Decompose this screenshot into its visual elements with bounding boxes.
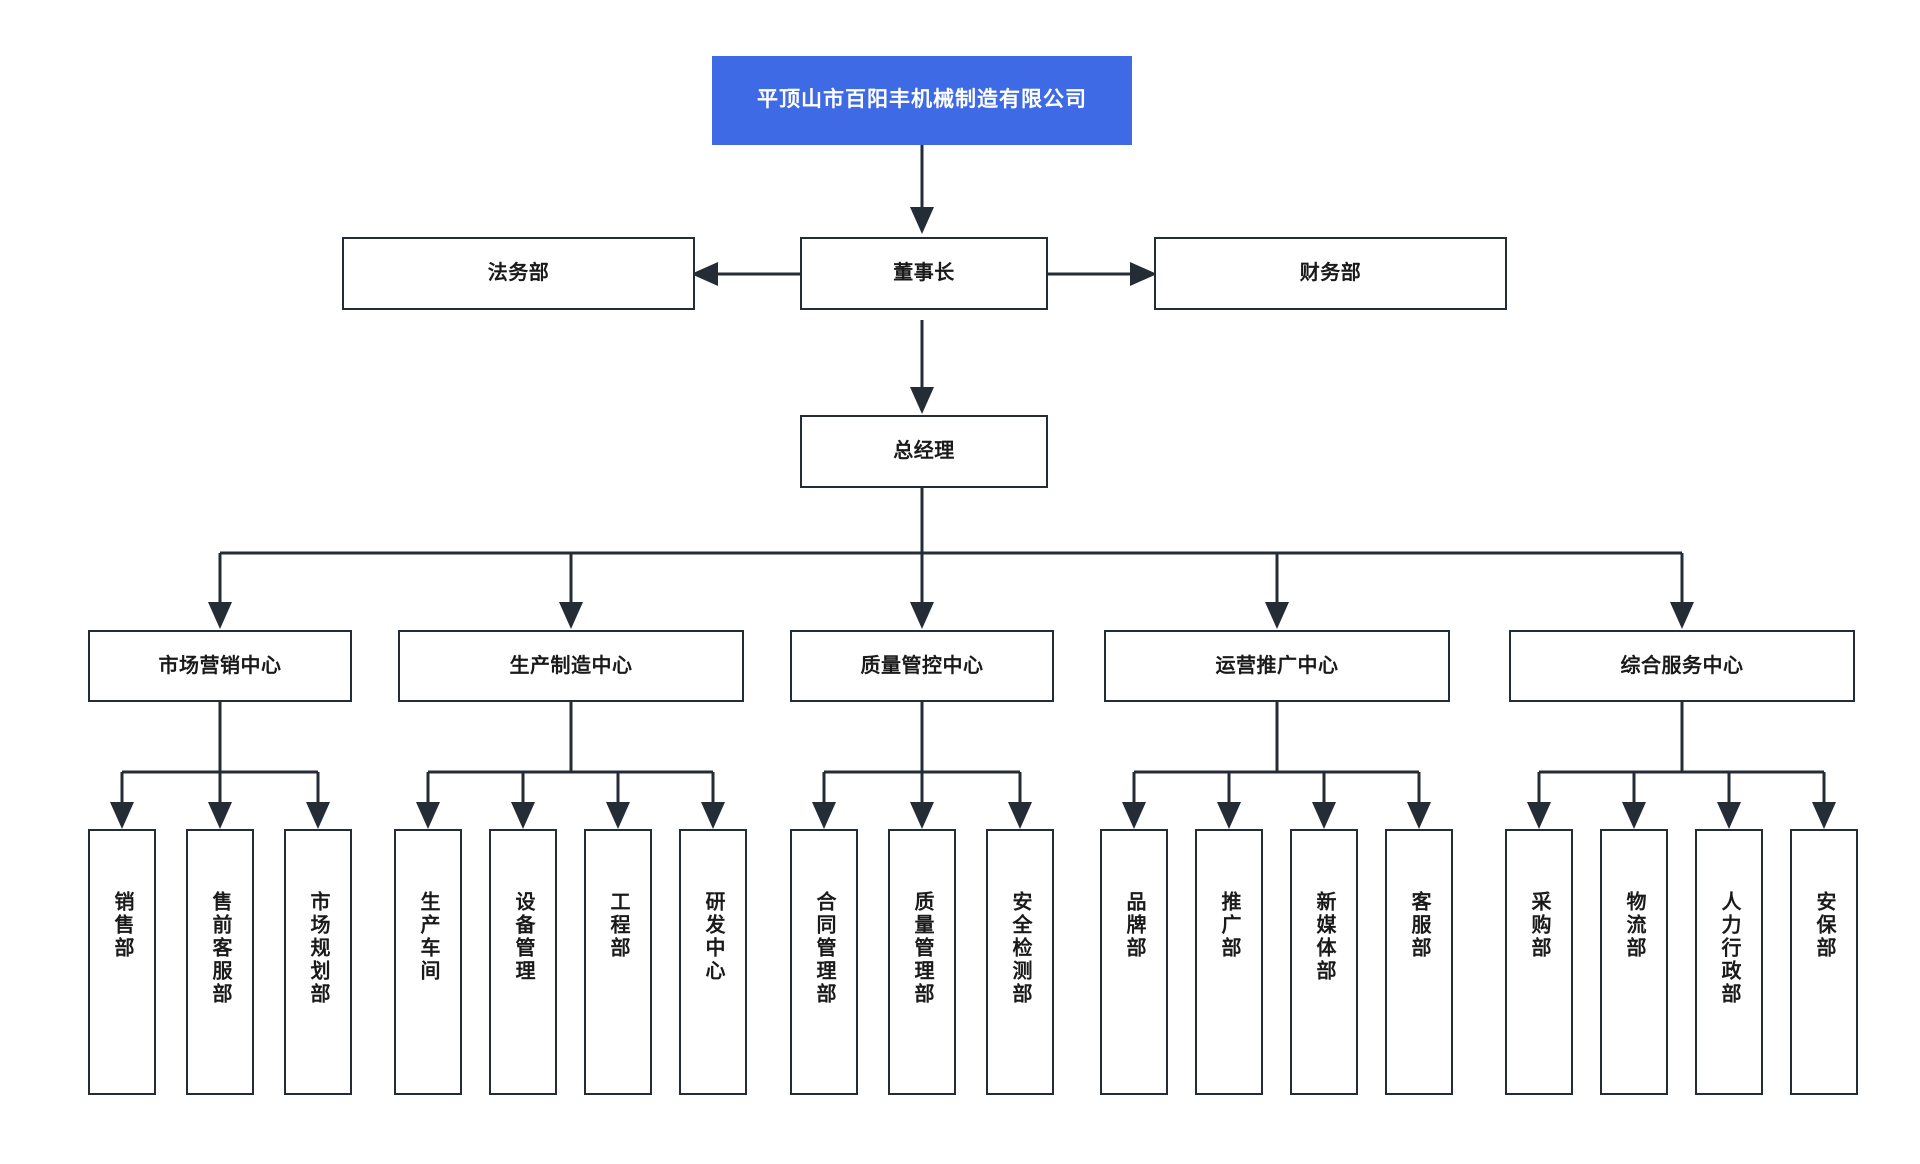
node-label-leaf-equipment-management: 设备管理	[512, 891, 534, 983]
node-label-leaf-procurement: 采购部	[1528, 891, 1550, 960]
node-label-leaf-production-workshop: 生产车间	[417, 891, 439, 983]
node-leaf-sales[interactable]: 销售部	[88, 829, 156, 1095]
node-legal-department[interactable]: 法务部	[342, 237, 695, 310]
node-label-center-operations: 运营推广中心	[1215, 654, 1339, 677]
node-leaf-quality-management[interactable]: 质量管理部	[888, 829, 956, 1095]
node-center-general-services[interactable]: 综合服务中心	[1509, 630, 1855, 702]
node-label-leaf-brand: 品牌部	[1123, 891, 1145, 960]
node-label-company-root: 平顶山市百阳丰机械制造有限公司	[757, 88, 1087, 112]
node-general-manager[interactable]: 总经理	[800, 415, 1048, 488]
node-leaf-logistics[interactable]: 物流部	[1600, 829, 1668, 1095]
node-leaf-security[interactable]: 安保部	[1790, 829, 1858, 1095]
node-leaf-presales-support[interactable]: 售前客服部	[186, 829, 254, 1095]
node-leaf-customer-service[interactable]: 客服部	[1385, 829, 1453, 1095]
node-leaf-production-workshop[interactable]: 生产车间	[394, 829, 462, 1095]
node-label-chairman: 董事长	[893, 262, 955, 284]
node-leaf-hr-administration[interactable]: 人力行政部	[1695, 829, 1763, 1095]
node-center-operations[interactable]: 运营推广中心	[1104, 630, 1450, 702]
node-center-marketing[interactable]: 市场营销中心	[88, 630, 352, 702]
node-label-finance-department: 财务部	[1299, 262, 1362, 284]
node-label-leaf-quality-management: 质量管理部	[911, 891, 933, 1006]
node-leaf-brand[interactable]: 品牌部	[1100, 829, 1168, 1095]
node-label-general-manager: 总经理	[893, 440, 955, 462]
node-label-center-quality: 质量管控中心	[860, 654, 984, 677]
node-label-leaf-rnd-center: 研发中心	[702, 891, 724, 983]
node-leaf-engineering[interactable]: 工程部	[584, 829, 652, 1095]
node-label-leaf-customer-service: 客服部	[1408, 891, 1430, 960]
node-label-leaf-sales: 销售部	[111, 891, 133, 960]
node-leaf-rnd-center[interactable]: 研发中心	[679, 829, 747, 1095]
node-label-leaf-security: 安保部	[1813, 891, 1835, 960]
node-label-leaf-contract-management: 合同管理部	[813, 891, 835, 1006]
node-label-legal-department: 法务部	[487, 262, 550, 284]
node-center-manufacturing[interactable]: 生产制造中心	[398, 630, 744, 702]
node-label-leaf-presales-support: 售前客服部	[209, 891, 231, 1006]
node-label-leaf-engineering: 工程部	[607, 891, 629, 960]
node-label-leaf-market-planning: 市场规划部	[307, 891, 329, 1006]
node-leaf-equipment-management[interactable]: 设备管理	[489, 829, 557, 1095]
node-company-root[interactable]: 平顶山市百阳丰机械制造有限公司	[712, 56, 1132, 145]
node-label-leaf-logistics: 物流部	[1623, 891, 1645, 960]
node-leaf-market-planning[interactable]: 市场规划部	[284, 829, 352, 1095]
node-label-leaf-promotion: 推广部	[1218, 891, 1240, 960]
node-chairman[interactable]: 董事长	[800, 237, 1048, 310]
node-leaf-procurement[interactable]: 采购部	[1505, 829, 1573, 1095]
node-label-leaf-safety-inspection: 安全检测部	[1009, 891, 1031, 1006]
node-label-center-general-services: 综合服务中心	[1620, 654, 1744, 677]
node-leaf-promotion[interactable]: 推广部	[1195, 829, 1263, 1095]
node-leaf-new-media[interactable]: 新媒体部	[1290, 829, 1358, 1095]
node-leaf-contract-management[interactable]: 合同管理部	[790, 829, 858, 1095]
node-label-center-marketing: 市场营销中心	[158, 654, 282, 677]
node-center-quality[interactable]: 质量管控中心	[790, 630, 1054, 702]
node-finance-department[interactable]: 财务部	[1154, 237, 1507, 310]
node-label-leaf-new-media: 新媒体部	[1313, 891, 1335, 983]
node-label-leaf-hr-administration: 人力行政部	[1718, 891, 1740, 1006]
node-label-center-manufacturing: 生产制造中心	[509, 654, 633, 677]
node-leaf-safety-inspection[interactable]: 安全检测部	[986, 829, 1054, 1095]
